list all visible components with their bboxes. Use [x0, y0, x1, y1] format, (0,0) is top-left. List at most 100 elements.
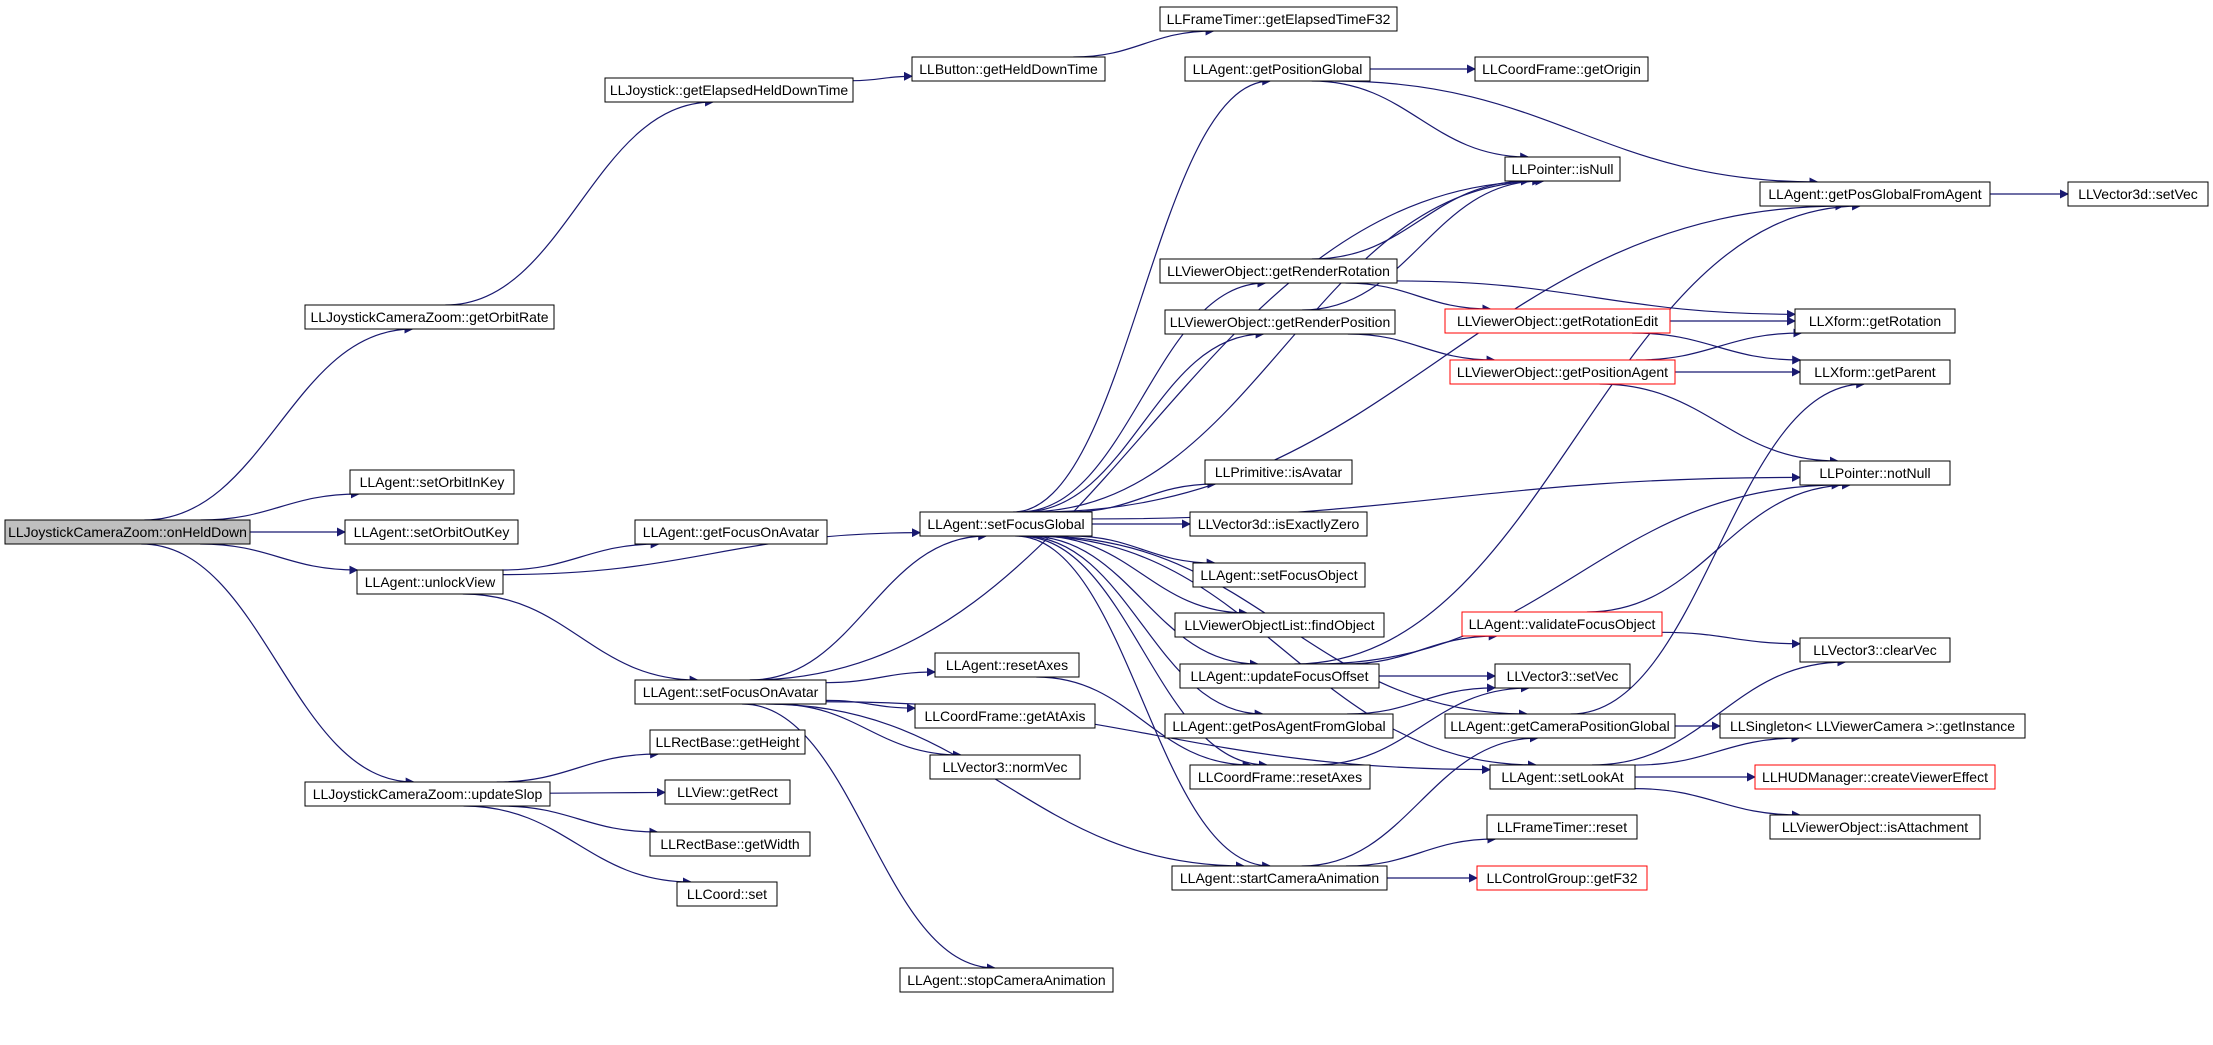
node-getPositionGlobal[interactable]: LLAgent::getPositionGlobal — [1184, 56, 1371, 82]
node-frameTimerReset[interactable]: LLFrameTimer::reset — [1486, 814, 1638, 840]
node-box[interactable] — [1799, 637, 1951, 663]
node-box[interactable] — [899, 967, 1114, 993]
node-box[interactable] — [1474, 56, 1649, 82]
node-box[interactable] — [1204, 459, 1353, 485]
node-box[interactable] — [919, 511, 1093, 537]
node-getWidth[interactable]: LLRectBase::getWidth — [649, 831, 811, 857]
node-box[interactable] — [1461, 611, 1663, 637]
node-unlockView[interactable]: LLAgent::unlockView — [356, 569, 504, 595]
node-getRenderRotation[interactable]: LLViewerObject::getRenderRotation — [1159, 258, 1398, 284]
node-createViewerEffect[interactable]: LLHUDManager::createViewerEffect — [1754, 764, 1996, 790]
node-box[interactable] — [676, 881, 778, 907]
node-xformGetParent[interactable]: LLXform::getParent — [1799, 359, 1951, 385]
node-setOrbitOutKey[interactable]: LLAgent::setOrbitOutKey — [344, 519, 519, 545]
node-setOrbitInKey[interactable]: LLAgent::setOrbitInKey — [349, 469, 515, 495]
node-isAvatar[interactable]: LLPrimitive::isAvatar — [1204, 459, 1353, 485]
node-startCameraAnimation[interactable]: LLAgent::startCameraAnimation — [1171, 865, 1388, 891]
node-box[interactable] — [304, 304, 555, 330]
node-getFocusOnAvatar[interactable]: LLAgent::getFocusOnAvatar — [634, 519, 828, 545]
node-box[interactable] — [1486, 814, 1638, 840]
node-getHeldDownTime[interactable]: LLButton::getHeldDownTime — [911, 56, 1106, 82]
node-box[interactable] — [304, 781, 551, 807]
node-stopCameraAnimation[interactable]: LLAgent::stopCameraAnimation — [899, 967, 1114, 993]
node-box[interactable] — [1754, 764, 1996, 790]
node-box[interactable] — [634, 519, 828, 545]
node-box[interactable] — [929, 754, 1081, 780]
node-setFocusObject[interactable]: LLAgent::setFocusObject — [1192, 562, 1366, 588]
node-normVec[interactable]: LLVector3::normVec — [929, 754, 1081, 780]
node-getOrbitRate[interactable]: LLJoystickCameraZoom::getOrbitRate — [304, 304, 555, 330]
node-box[interactable] — [934, 652, 1080, 678]
node-box[interactable] — [1759, 181, 1991, 207]
node-box[interactable] — [1799, 460, 1951, 486]
node-getElapsedTimeF32[interactable]: LLFrameTimer::getElapsedTimeF32 — [1159, 6, 1398, 32]
node-box[interactable] — [1192, 562, 1366, 588]
node-getPositionAgent[interactable]: LLViewerObject::getPositionAgent — [1449, 359, 1676, 385]
node-root[interactable]: LLJoystickCameraZoom::onHeldDown — [4, 519, 251, 545]
node-setFocusGlobal[interactable]: LLAgent::setFocusGlobal — [919, 511, 1093, 537]
node-box[interactable] — [1444, 308, 1671, 334]
node-getOrigin[interactable]: LLCoordFrame::getOrigin — [1474, 56, 1649, 82]
node-box[interactable] — [1189, 764, 1371, 790]
node-box[interactable] — [1171, 865, 1388, 891]
node-box[interactable] — [1164, 309, 1396, 335]
node-box[interactable] — [1449, 359, 1676, 385]
node-getHeight[interactable]: LLRectBase::getHeight — [649, 729, 806, 755]
node-findObject[interactable]: LLViewerObjectList::findObject — [1174, 612, 1385, 638]
node-box[interactable] — [1159, 258, 1398, 284]
node-setLookAt[interactable]: LLAgent::setLookAt — [1489, 764, 1636, 790]
node-getInstance[interactable]: LLSingleton< LLViewerCamera >::getInstan… — [1719, 713, 2026, 739]
node-v3SetVec[interactable]: LLVector3::setVec — [1494, 663, 1631, 689]
node-box[interactable] — [1179, 663, 1380, 689]
node-box[interactable] — [664, 779, 791, 805]
node-box[interactable] — [344, 519, 519, 545]
node-updateFocusOffset[interactable]: LLAgent::updateFocusOffset — [1179, 663, 1380, 689]
node-box[interactable] — [4, 519, 251, 545]
node-box[interactable] — [1769, 814, 1981, 840]
node-getRenderPosition[interactable]: LLViewerObject::getRenderPosition — [1164, 309, 1396, 335]
node-getCameraPositionGlobal[interactable]: LLAgent::getCameraPositionGlobal — [1444, 713, 1676, 739]
node-getPosGlobalFromAgent[interactable]: LLAgent::getPosGlobalFromAgent — [1759, 181, 1991, 207]
node-getAtAxis[interactable]: LLCoordFrame::getAtAxis — [914, 703, 1096, 729]
node-isExactlyZero[interactable]: LLVector3d::isExactlyZero — [1189, 511, 1368, 537]
node-getRotationEdit[interactable]: LLViewerObject::getRotationEdit — [1444, 308, 1671, 334]
node-box[interactable] — [1719, 713, 2026, 739]
node-box[interactable] — [1494, 663, 1631, 689]
node-xformGetRotation[interactable]: LLXform::getRotation — [1794, 308, 1956, 334]
node-v3dSetVec[interactable]: LLVector3d::setVec — [2067, 181, 2209, 207]
node-validateFocusObject[interactable]: LLAgent::validateFocusObject — [1461, 611, 1663, 637]
node-box[interactable] — [1164, 713, 1394, 739]
node-clearVec[interactable]: LLVector3::clearVec — [1799, 637, 1951, 663]
node-box[interactable] — [1794, 308, 1956, 334]
node-box[interactable] — [2067, 181, 2209, 207]
node-coordSet[interactable]: LLCoord::set — [676, 881, 778, 907]
node-isAttachment[interactable]: LLViewerObject::isAttachment — [1769, 814, 1981, 840]
node-box[interactable] — [1189, 511, 1368, 537]
node-box[interactable] — [634, 679, 827, 705]
node-notNull[interactable]: LLPointer::notNull — [1799, 460, 1951, 486]
node-box[interactable] — [1476, 865, 1648, 891]
node-getPosAgentFromGlobal[interactable]: LLAgent::getPosAgentFromGlobal — [1164, 713, 1394, 739]
node-box[interactable] — [1159, 6, 1398, 32]
node-isNull[interactable]: LLPointer::isNull — [1504, 156, 1621, 182]
node-getRect[interactable]: LLView::getRect — [664, 779, 791, 805]
node-box[interactable] — [349, 469, 515, 495]
node-box[interactable] — [649, 831, 811, 857]
node-resetAxesAgent[interactable]: LLAgent::resetAxes — [934, 652, 1080, 678]
node-setFocusOnAvatar[interactable]: LLAgent::setFocusOnAvatar — [634, 679, 827, 705]
node-box[interactable] — [914, 703, 1096, 729]
node-resetAxesFrame[interactable]: LLCoordFrame::resetAxes — [1189, 764, 1371, 790]
node-getElapsedHeldDownTime[interactable]: LLJoystick::getElapsedHeldDownTime — [604, 77, 854, 103]
node-box[interactable] — [356, 569, 504, 595]
node-box[interactable] — [1174, 612, 1385, 638]
node-box[interactable] — [1489, 764, 1636, 790]
node-getF32[interactable]: LLControlGroup::getF32 — [1476, 865, 1648, 891]
node-box[interactable] — [649, 729, 806, 755]
node-box[interactable] — [1799, 359, 1951, 385]
node-box[interactable] — [604, 77, 854, 103]
node-box[interactable] — [911, 56, 1106, 82]
node-box[interactable] — [1504, 156, 1621, 182]
node-box[interactable] — [1184, 56, 1371, 82]
node-box[interactable] — [1444, 713, 1676, 739]
node-updateSlop[interactable]: LLJoystickCameraZoom::updateSlop — [304, 781, 551, 807]
